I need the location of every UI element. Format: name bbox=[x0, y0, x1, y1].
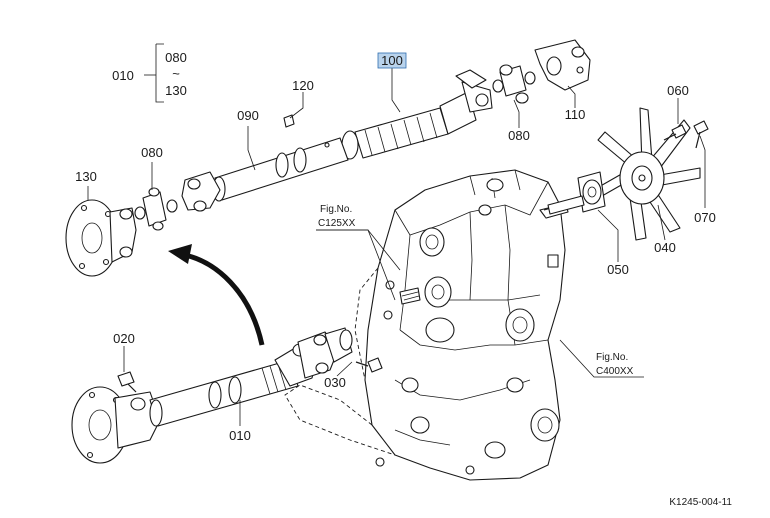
callout-100[interactable]: 100 bbox=[381, 53, 403, 68]
callout-030[interactable]: 030 bbox=[324, 375, 346, 390]
assembled-shaft-010 bbox=[71, 327, 353, 464]
fig-ref-c400[interactable]: Fig.No. C400XX bbox=[596, 352, 634, 377]
fig-ref-c400-code: C400XX bbox=[596, 366, 634, 377]
callout-040[interactable]: 040 bbox=[654, 240, 676, 255]
leader-lines bbox=[87, 43, 706, 426]
assembly-arrow bbox=[184, 252, 265, 346]
arrow-head bbox=[168, 244, 192, 264]
range-start: 080 bbox=[165, 50, 187, 65]
fig-ref-c125-code: C125XX bbox=[318, 218, 356, 229]
callout-050[interactable]: 050 bbox=[607, 262, 629, 277]
bolt-030 bbox=[355, 357, 383, 373]
universal-joint-top bbox=[492, 64, 536, 104]
transmission-housing bbox=[284, 169, 569, 481]
fig-ref-c125[interactable]: Fig.No. C125XX bbox=[318, 204, 356, 229]
selected-callout-highlight bbox=[377, 52, 407, 69]
callout-120[interactable]: 120 bbox=[292, 78, 314, 93]
pin-120 bbox=[283, 114, 295, 128]
fan-hub bbox=[547, 171, 606, 215]
callout-110[interactable]: 110 bbox=[565, 107, 586, 122]
bolt-020 bbox=[117, 371, 137, 393]
callout-080-left[interactable]: 080 bbox=[141, 145, 163, 160]
callout-020[interactable]: 020 bbox=[113, 331, 135, 346]
yoke-110 bbox=[534, 39, 591, 91]
callout-130[interactable]: 130 bbox=[75, 169, 97, 184]
fig-ref-c400-label: Fig.No. bbox=[596, 352, 628, 363]
fig-ref-c125-label: Fig.No. bbox=[320, 204, 352, 215]
callout-080-top[interactable]: 080 bbox=[508, 128, 530, 143]
universal-joint-left bbox=[134, 187, 178, 231]
propeller-shaft-100 bbox=[341, 69, 493, 160]
propeller-shaft-090 bbox=[181, 137, 349, 212]
range-callout: 010 080 ~ 130 bbox=[112, 50, 187, 98]
callout-070[interactable]: 070 bbox=[694, 210, 716, 225]
callout-010[interactable]: 010 bbox=[229, 428, 251, 443]
callout-060[interactable]: 060 bbox=[667, 83, 689, 98]
bolt-070 bbox=[693, 120, 709, 149]
range-end: 130 bbox=[165, 83, 187, 98]
flange-yoke-130 bbox=[65, 199, 137, 277]
bolt-060 bbox=[663, 124, 687, 141]
range-label-010[interactable]: 010 bbox=[112, 68, 134, 83]
callout-090[interactable]: 090 bbox=[237, 108, 259, 123]
range-tilde: ~ bbox=[172, 66, 180, 81]
diagram-code: K1245-004-11 bbox=[669, 497, 732, 508]
